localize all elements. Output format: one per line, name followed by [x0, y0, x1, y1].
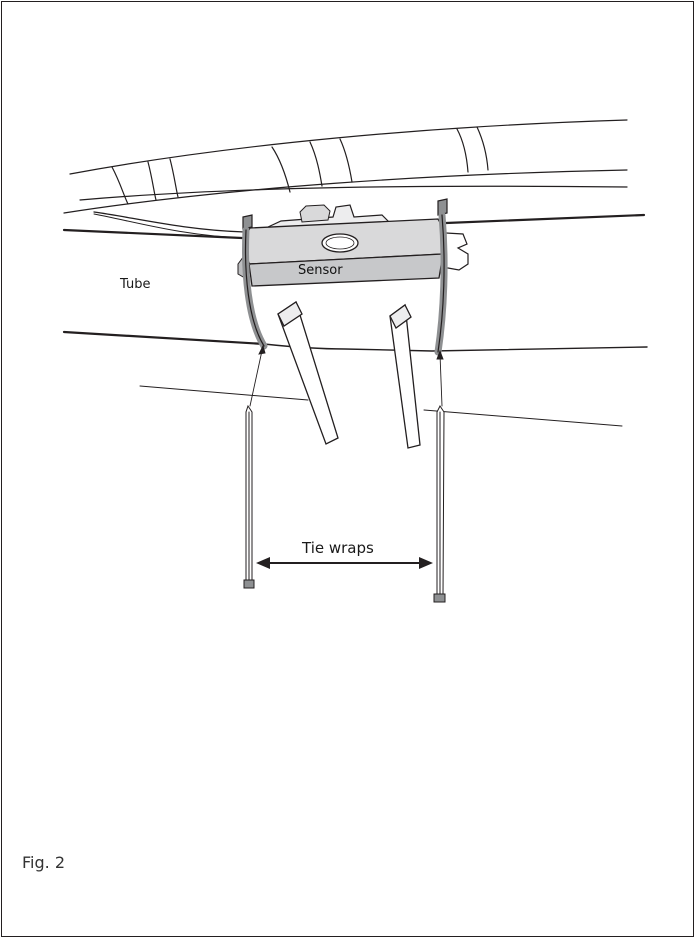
bracket-legs: [277, 300, 421, 449]
loose-tie-wrap-left: [243, 404, 255, 589]
left-tie-wrap-strap: [242, 214, 268, 350]
leader-lines: [249, 344, 444, 407]
sensor-cable: [93, 211, 246, 233]
tie-wraps-label: Tie wraps: [302, 539, 374, 557]
figure-caption: Fig. 2: [22, 853, 65, 872]
loose-tie-wrap-right: [433, 405, 446, 603]
tie-wraps-arrow: [256, 557, 433, 569]
sensor-housing: [237, 204, 469, 287]
right-tie-wrap-strap: [434, 198, 448, 356]
tube-label: Tube: [120, 277, 151, 292]
sensor-label: Sensor: [298, 263, 343, 278]
tube: [62, 213, 648, 352]
vehicle-body-panel: [63, 119, 628, 214]
